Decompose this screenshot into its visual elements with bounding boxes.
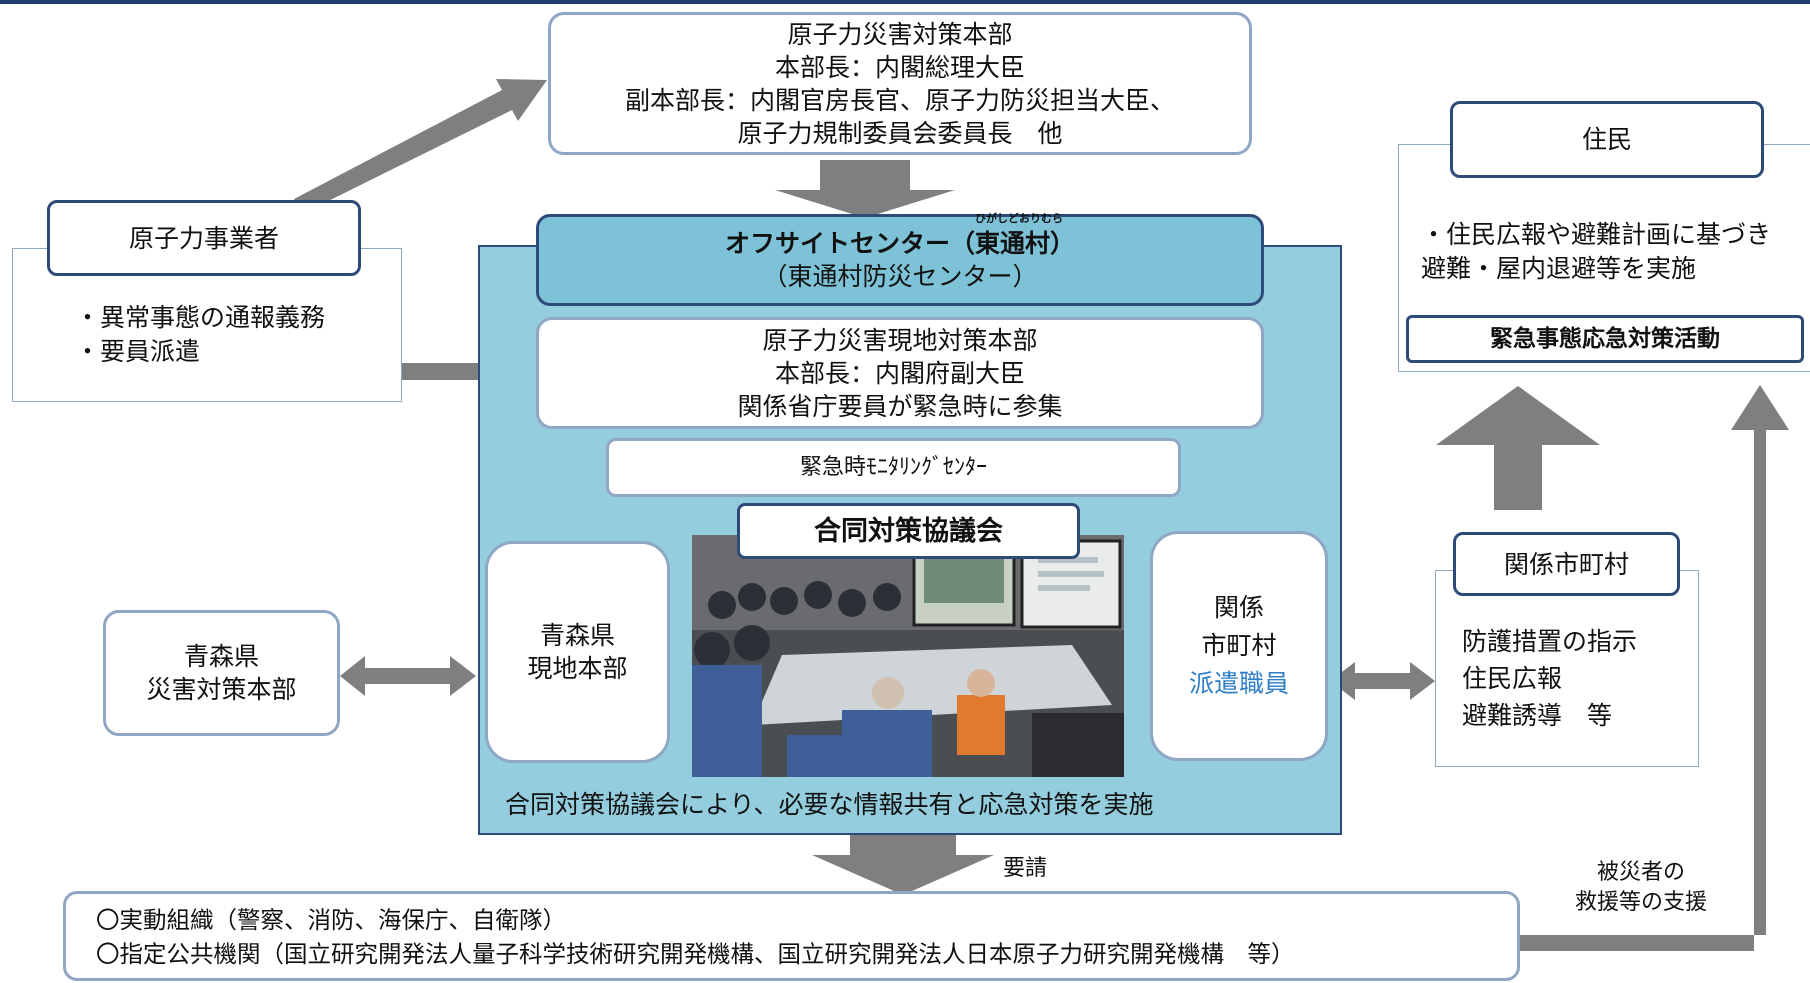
aomori-local-line: 青森県 — [539, 621, 615, 650]
muni-staff-line: 市町村 — [1201, 631, 1277, 660]
arrow-muni-up — [1436, 386, 1600, 510]
hq-line: 原子力規制委員会委員長 他 — [737, 118, 1063, 148]
aomori-local-box: 青森県 現地本部 — [485, 541, 670, 763]
operator-items: ・異常事態の通報義務 ・要員派遣 — [75, 301, 325, 369]
operator-title-box: 原子力事業者 — [47, 200, 361, 276]
support-label-line: 被災者の — [1596, 860, 1685, 885]
bottom-box: 〇実動組織（警察、消防、海保庁、自衛隊） 〇指定公共機関（国立研究開発法人量子科… — [63, 891, 1520, 981]
municipalities-item: 防護措置の指示 — [1462, 627, 1638, 656]
municipalities-title: 関係市町村 — [1503, 549, 1629, 579]
municipalities-panel: 防護措置の指示 住民広報 避難誘導 等 — [1435, 570, 1699, 767]
arrow-hq-down — [775, 160, 955, 218]
muni-staff-box: 関係 市町村 派遣職員 — [1150, 531, 1328, 761]
meeting-photo — [692, 535, 1124, 777]
local-hq-box: 原子力災害現地対策本部 本部長：内閣府副大臣 関係省庁要員が緊急時に参集 — [536, 317, 1264, 429]
hq-line: 原子力災害対策本部 — [787, 19, 1013, 49]
residents-item: ・住民広報や避難計画に基づき — [1421, 220, 1772, 249]
bottom-line: 〇指定公共機関（国立研究開発法人量子科学技術研究開発機構、国立研究開発法人日本原… — [96, 940, 1295, 968]
local-hq-line: 原子力災害現地対策本部 — [762, 325, 1038, 355]
aomori-local-line: 現地本部 — [527, 654, 628, 683]
muni-staff-line-blue: 派遣職員 — [1188, 669, 1289, 698]
hq-line: 本部長：内閣総理大臣 — [774, 52, 1025, 82]
monitoring-center-box: 緊急時ﾓﾆﾀﾘﾝｸﾞｾﾝﾀｰ — [606, 438, 1181, 497]
local-hq-line: 関係省庁要員が緊急時に参集 — [737, 391, 1063, 421]
bottom-line: 〇実動組織（警察、消防、海保庁、自衛隊） — [96, 906, 566, 934]
aomori-hq-line: 災害対策本部 — [146, 675, 297, 704]
support-label-line: 救援等の支援 — [1574, 890, 1707, 915]
residents-activity: 緊急事態応急対策活動 — [1490, 325, 1720, 352]
arrow-muni-double — [1330, 662, 1435, 700]
support-label: 被災者の 救援等の支援 — [1566, 858, 1716, 918]
offsite-ruby: ひがしどおりむら — [974, 212, 1063, 225]
municipalities-items: 防護措置の指示 住民広報 避難誘導 等 — [1462, 623, 1637, 734]
arrow-aomori-double — [340, 656, 476, 696]
joint-council-box: 合同対策協議会 — [737, 503, 1080, 559]
monitoring-label: 緊急時ﾓﾆﾀﾘﾝｸﾞｾﾝﾀｰ — [799, 455, 987, 480]
arrow-operator-to-hq — [294, 79, 547, 214]
offsite-title: オフサイトセンター（ひがしどおりむら東通村） — [724, 212, 1076, 259]
local-hq-line: 本部長：内閣府副大臣 — [774, 358, 1025, 388]
hq-box: 原子力災害対策本部 本部長：内閣総理大臣 副本部長：内閣官房長官、原子力防災担当… — [548, 12, 1252, 155]
arrow-operator-to-local — [341, 348, 526, 394]
offsite-caption: 合同対策協議会により、必要な情報共有と応急対策を実施 — [505, 790, 1154, 819]
residents-title: 住民 — [1581, 125, 1632, 154]
offsite-header: オフサイトセンター（ひがしどおりむら東通村） （東通村防災センター） — [536, 212, 1264, 306]
offsite-subtitle: （東通村防災センター） — [762, 262, 1038, 291]
aomori-hq-line: 青森県 — [183, 642, 259, 671]
top-rule — [0, 0, 1810, 4]
residents-panel: ・住民広報や避難計画に基づき 避難・屋内退避等を実施 — [1398, 144, 1810, 372]
operator-item: ・異常事態の通報義務 — [75, 303, 326, 332]
request-label: 要請 — [1003, 856, 1048, 881]
operator-item: ・要員派遣 — [75, 337, 201, 366]
municipalities-item: 避難誘導 等 — [1462, 701, 1613, 730]
municipalities-item: 住民広報 — [1462, 664, 1563, 693]
hq-line: 副本部長：内閣官房長官、原子力防災担当大臣、 — [624, 85, 1175, 115]
joint-council-title: 合同対策協議会 — [814, 515, 1003, 547]
residents-activity-box: 緊急事態応急対策活動 — [1406, 315, 1804, 363]
operator-title: 原子力事業者 — [128, 223, 279, 253]
muni-staff-line: 関係 — [1213, 593, 1264, 622]
municipalities-title-box: 関係市町村 — [1453, 532, 1680, 596]
residents-title-box: 住民 — [1450, 101, 1764, 178]
residents-item: 避難・屋内退避等を実施 — [1421, 254, 1697, 283]
arrow-request-down — [812, 826, 994, 895]
residents-items: ・住民広報や避難計画に基づき 避難・屋内退避等を実施 — [1421, 218, 1771, 286]
arrow-support — [1520, 385, 1789, 951]
aomori-hq-box: 青森県 災害対策本部 — [103, 610, 340, 736]
